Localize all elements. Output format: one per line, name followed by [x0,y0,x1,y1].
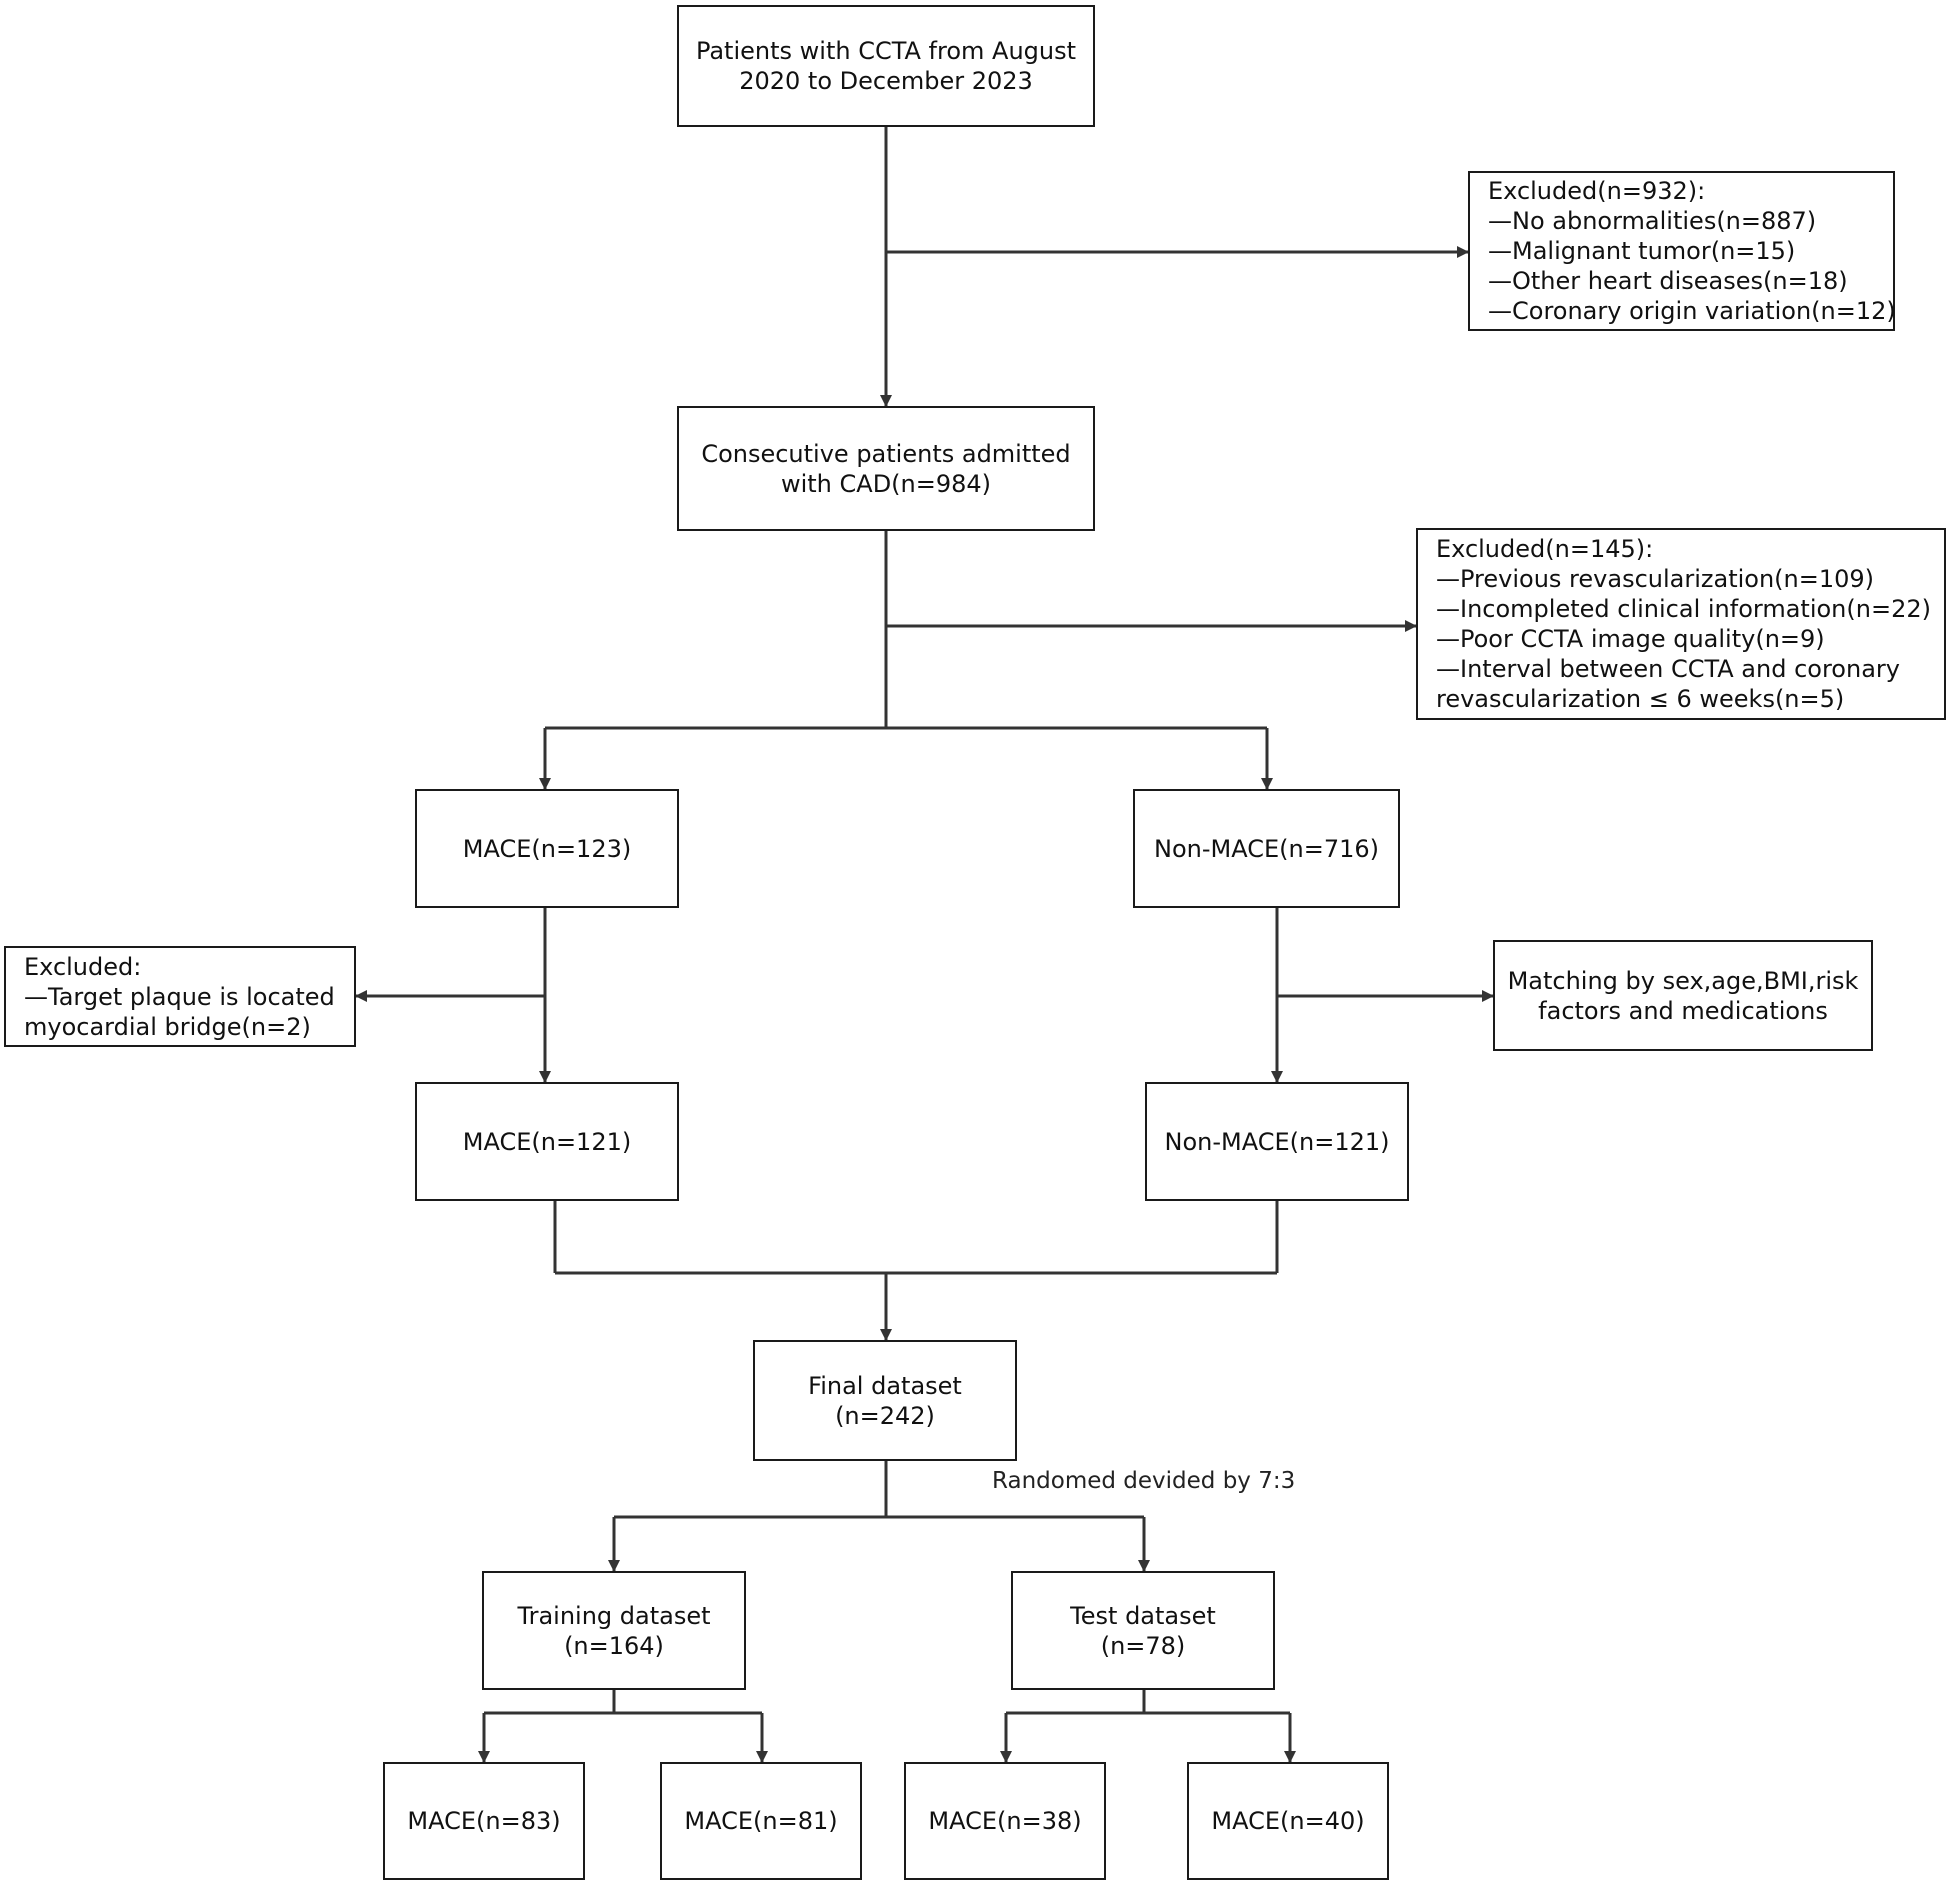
box-text-line: —Other heart diseases(n=18) [1488,267,1848,295]
box-text-line: —Poor CCTA image quality(n=9) [1436,625,1825,653]
box-text-line: revascularization ≤ 6 weeks(n=5) [1436,685,1845,713]
split-ratio-label: Randomed devided by 7:3 [992,1468,1296,1494]
box-text-line: Matching by sex,age,BMI,risk [1507,966,1859,995]
box-text-line: Excluded(n=145): [1436,535,1654,563]
box-excluded-932: Excluded(n=932):—No abnormalities(n=887)… [1468,171,1896,331]
box-text-line: Non-MACE(n=716) [1154,834,1379,863]
box-mace-123: MACE(n=123) [415,789,679,908]
box-text-line: (n=164) [564,1631,664,1660]
box-training-dataset: Training dataset(n=164) [482,1571,746,1690]
box-final-dataset: Final dataset(n=242) [753,1340,1017,1461]
box-text-line: Patients with CCTA from August [695,37,1077,65]
box-non-mace-121: Non-MACE(n=121) [1145,1082,1409,1201]
box-text-line: Excluded: [24,952,142,981]
box-text-line: MACE(n=81) [684,1807,838,1835]
box-text-line: —Coronary origin variation(n=12) [1488,297,1896,325]
box-mace-83: MACE(n=83) [383,1762,585,1880]
box-text-line: MACE(n=38) [928,1807,1082,1835]
box-mace-40: MACE(n=40) [1187,1762,1389,1880]
box-text-line: factors and medications [1538,996,1828,1025]
box-text-line: 2020 to December 2023 [739,67,1033,95]
box-test-dataset: Test dataset(n=78) [1011,1571,1275,1690]
box-text-line: Final dataset [808,1371,962,1400]
box-text-line: myocardial bridge(n=2) [24,1012,311,1041]
box-text-line: (n=78) [1100,1631,1186,1660]
box-text-line: Consecutive patients admitted [701,439,1071,468]
box-non-mace-716: Non-MACE(n=716) [1133,789,1400,908]
box-text-line: Test dataset [1070,1601,1216,1630]
box-text-line: —Previous revascularization(n=109) [1436,565,1875,593]
box-text-line: —Interval between CCTA and coronary [1436,655,1900,683]
box-text-line: —No abnormalities(n=887) [1488,207,1817,235]
box-text-line: Training dataset [517,1601,711,1630]
box-text-line: —Target plaque is located [24,982,335,1011]
box-text-line: with CAD(n=984) [780,469,992,498]
box-mace-121: MACE(n=121) [415,1082,679,1201]
box-text-line: —Incompleted clinical information(n=22) [1436,595,1931,623]
box-text-line: Excluded(n=932): [1488,177,1706,205]
box-mace-38: MACE(n=38) [904,1762,1106,1880]
box-text-line: Non-MACE(n=121) [1164,1127,1390,1156]
box-text-line: MACE(n=121) [462,1127,632,1156]
box-text-line: MACE(n=40) [1211,1807,1365,1835]
box-text-line: MACE(n=83) [407,1807,561,1835]
box-mace-81: MACE(n=81) [660,1762,862,1880]
box-text-line: MACE(n=123) [462,834,632,863]
box-excluded-145: Excluded(n=145):—Previous revascularizat… [1416,528,1946,720]
box-text-line: (n=242) [835,1401,935,1430]
box-text-line: —Malignant tumor(n=15) [1488,237,1796,265]
